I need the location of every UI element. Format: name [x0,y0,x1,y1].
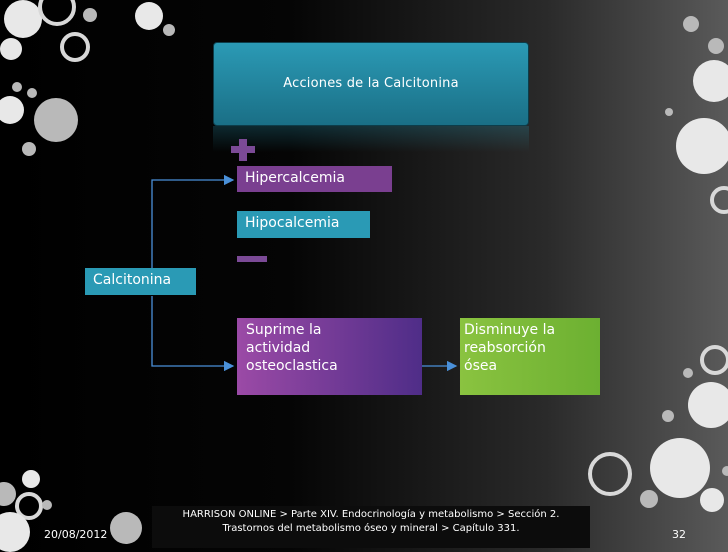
bubble-decoration [22,142,36,156]
bubble-decoration [710,186,728,214]
bubble-decoration [38,0,76,26]
bubble-decoration [83,8,97,22]
node-hipocalcemia: Hipocalcemia [237,211,370,238]
bubble-decoration [665,108,673,116]
node-label-line: osteoclastica [246,358,338,374]
bubble-decoration [135,2,163,30]
bubble-decoration [27,88,37,98]
bubble-decoration [683,16,699,32]
bubble-decoration [640,490,658,508]
bubble-decoration [15,492,43,520]
node-label: Hipocalcemia [245,215,340,231]
footer-line: Trastornos del metabolismo óseo y minera… [222,523,520,534]
node-label-line: reabsorción [464,340,546,356]
minus-icon [237,256,267,262]
title-reflection [213,126,529,152]
bubble-decoration [693,60,728,102]
connector-calcitonina-suprime [151,296,235,372]
connector-calcitonina-hipercalcemia [151,174,235,268]
node-label-line: actividad [246,340,311,356]
node-label-line: ósea [464,358,498,374]
bubble-decoration [722,466,728,476]
bubble-decoration [0,96,24,124]
bubble-decoration [683,368,693,378]
node-suprime: Suprime la actividad osteoclastica [237,318,422,395]
bubble-decoration [700,488,724,512]
footer-citation: HARRISON ONLINE > Parte XIV. Endocrinolo… [152,506,590,548]
bubble-decoration [0,38,22,60]
bubble-decoration [0,482,16,506]
bubble-decoration [60,32,90,62]
bubble-decoration [110,512,142,544]
bubble-decoration [676,118,728,174]
slide-number: 32 [672,528,686,541]
bubble-decoration [588,452,632,496]
node-hipercalcemia: Hipercalcemia [237,166,392,192]
bubble-decoration [12,82,22,92]
bubble-decoration [708,38,724,54]
node-disminuye: Disminuye la reabsorción ósea [460,318,600,395]
bubble-decoration [42,500,52,510]
footer-line: HARRISON ONLINE > Parte XIV. Endocrinolo… [182,509,560,520]
title-box: Acciones de la Calcitonina [213,42,529,126]
bubble-decoration [163,24,175,36]
bubble-decoration [700,345,728,375]
node-label-line: Suprime la [246,322,322,338]
node-label-line: Disminuye la [464,322,556,338]
bubble-decoration [22,470,40,488]
bubble-decoration [688,382,728,428]
bubble-decoration [662,410,674,422]
plus-icon [239,139,247,161]
node-label: Calcitonina [93,272,172,288]
node-calcitonina: Calcitonina [85,268,196,295]
node-label: Hipercalcemia [245,170,345,186]
bubble-decoration [4,0,42,38]
bubble-decoration [34,98,78,142]
page-title: Acciones de la Calcitonina [283,76,459,91]
bubble-decoration [650,438,710,498]
slide-date: 20/08/2012 [44,528,108,541]
